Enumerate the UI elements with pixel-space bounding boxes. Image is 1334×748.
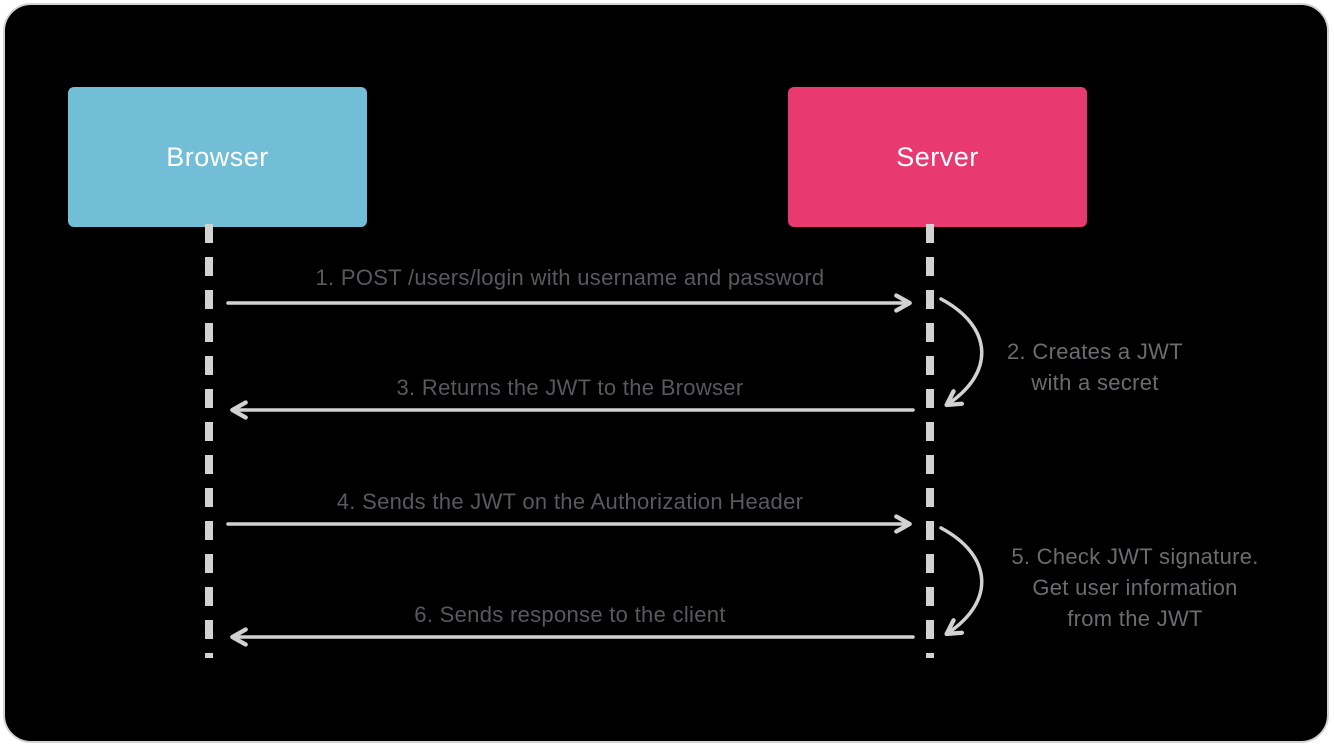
- message-5-label-line3: from the JWT: [1067, 606, 1203, 631]
- server-actor-label: Server: [896, 141, 979, 172]
- message-4-label: 4. Sends the JWT on the Authorization He…: [336, 489, 804, 514]
- message-2-label: 2. Creates a JWT with a secret: [995, 336, 1195, 398]
- message-1-label: 1. POST /users/login with username and p…: [315, 265, 825, 290]
- message-5-label: 5. Check JWT signature. Get user informa…: [1003, 541, 1267, 634]
- message-3-label: 3. Returns the JWT to the Browser: [396, 375, 744, 400]
- message-6-label: 6. Sends response to the client: [414, 602, 726, 627]
- server-actor-box: Server: [788, 87, 1087, 227]
- browser-actor-box: Browser: [68, 87, 367, 227]
- server-lifeline: [926, 224, 934, 658]
- message-5-label-line2: Get user information: [1032, 575, 1238, 600]
- browser-lifeline: [205, 224, 213, 658]
- message-5-label-line1: 5. Check JWT signature.: [1011, 544, 1259, 569]
- message-2-label-line1: 2. Creates a JWT: [1007, 339, 1183, 364]
- browser-actor-label: Browser: [166, 141, 269, 172]
- message-2-label-line2: with a secret: [1031, 370, 1159, 395]
- diagram-canvas: Browser Server: [3, 3, 1329, 743]
